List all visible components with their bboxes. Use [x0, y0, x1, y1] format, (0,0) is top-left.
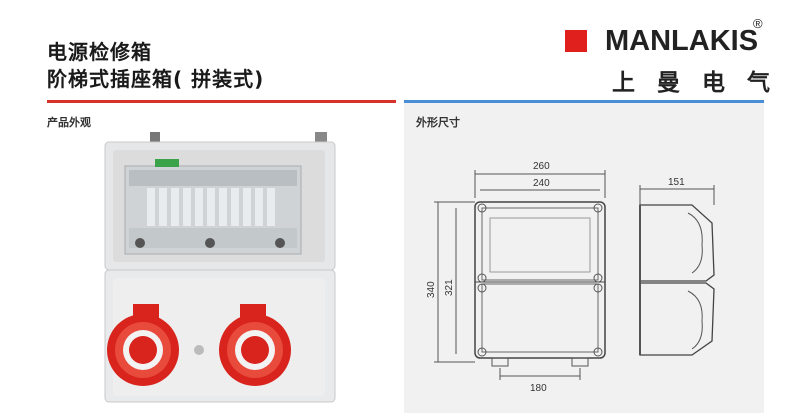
dimensions-panel [404, 103, 764, 413]
product-title-line1: 电源检修箱 [47, 40, 152, 64]
section-divider-blue [404, 100, 764, 103]
dim-height-inner: 321 [444, 279, 455, 296]
registered-mark: ® [753, 16, 763, 31]
dim-depth: 151 [668, 177, 685, 188]
product-photo [104, 132, 336, 403]
product-title-line2: 阶梯式插座箱( 拼装式) [47, 67, 265, 91]
brand-chinese-name: 上曼电气 [612, 70, 792, 96]
logo-square-icon [565, 30, 587, 52]
appearance-label: 产品外观 [47, 116, 91, 129]
dim-width-outer: 260 [533, 161, 550, 172]
front-dimension-drawing: 260 240 340 321 180 [426, 161, 606, 394]
brand-name: MANLAKIS [605, 25, 759, 57]
side-dimension-drawing: 151 [639, 177, 715, 356]
dim-mount-spacing: 180 [530, 383, 547, 394]
dim-width-inner: 240 [533, 178, 550, 189]
section-divider-red [47, 100, 396, 103]
dimensions-label: 外形尺寸 [416, 116, 460, 129]
dim-height-outer: 340 [426, 281, 437, 298]
